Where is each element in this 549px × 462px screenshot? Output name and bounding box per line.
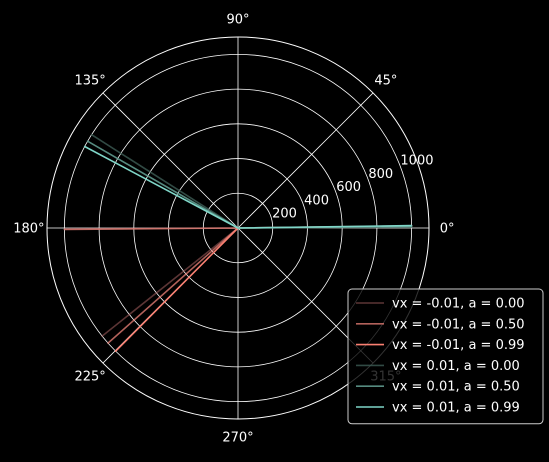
theta-tick-label-0: 0° xyxy=(440,222,455,237)
theta-tick-label-5: 225° xyxy=(74,369,105,384)
legend-label-3: vx = 0.01, a = 0.00 xyxy=(392,359,520,374)
series-line-5 xyxy=(83,145,413,229)
theta-grid-line-1 xyxy=(237,92,374,229)
theta-tick-label-4: 180° xyxy=(13,222,44,237)
legend-label-2: vx = -0.01, a = 0.99 xyxy=(392,338,525,353)
theta-tick-label-2: 90° xyxy=(226,12,249,27)
r-tick-label-2: 600 xyxy=(336,180,361,195)
r-tick-label-1: 400 xyxy=(304,193,329,208)
r-tick-label-3: 800 xyxy=(368,167,393,182)
legend-label-1: vx = -0.01, a = 0.50 xyxy=(392,317,525,332)
legend-label-4: vx = 0.01, a = 0.50 xyxy=(392,380,520,395)
r-tick-label-0: 200 xyxy=(272,207,297,222)
theta-tick-label-1: 45° xyxy=(374,74,397,89)
legend-label-0: vx = -0.01, a = 0.00 xyxy=(392,297,525,312)
theta-tick-label-3: 135° xyxy=(74,74,105,89)
theta-grid-line-3 xyxy=(102,92,239,229)
legend-box xyxy=(347,288,544,425)
series-line-4 xyxy=(86,140,413,229)
series-line-1 xyxy=(63,227,239,344)
legend-label-5: vx = 0.01, a = 0.99 xyxy=(392,401,520,416)
theta-tick-label-6: 270° xyxy=(222,431,253,446)
legend: vx = -0.01, a = 0.00 vx = -0.01, a = 0.50… xyxy=(347,288,544,425)
series-layer xyxy=(63,133,413,352)
r-tick-label-4: 1000 xyxy=(400,154,433,169)
